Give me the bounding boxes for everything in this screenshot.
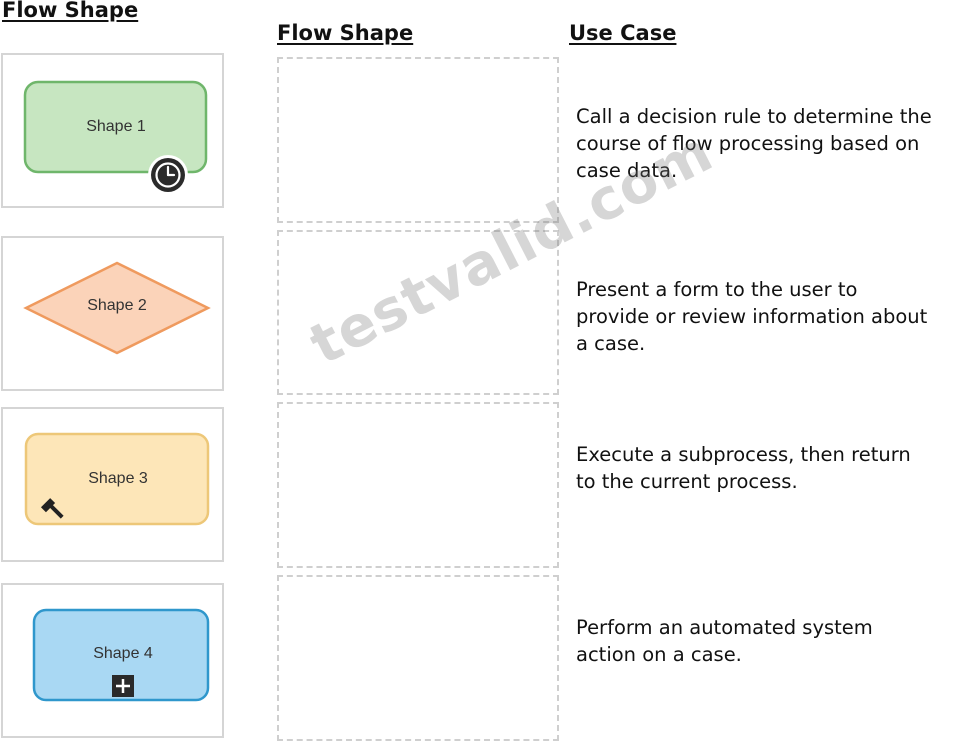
shape-1-label: Shape 1: [86, 118, 146, 135]
shape-3-label: Shape 3: [88, 470, 148, 487]
use-case-3-line: Execute a subprocess, then return: [576, 443, 911, 466]
shape-2-label: Shape 2: [87, 297, 147, 314]
use-case-2: Present a form to the user to provide or…: [576, 276, 976, 357]
use-case-3-line: to the current process.: [576, 470, 798, 493]
use-case-1-line: case data.: [576, 159, 678, 182]
hammer-icon: [40, 498, 64, 519]
drop-zone-3[interactable]: [277, 402, 559, 568]
shape-1-graphic: [23, 80, 208, 195]
drop-zone-2[interactable]: [277, 230, 559, 395]
target-column-heading: Flow Shape: [277, 21, 414, 45]
shape-4-label: Shape 4: [93, 645, 153, 662]
use-case-1: Call a decision rule to determine the co…: [576, 103, 976, 184]
use-case-column-heading: Use Case: [569, 21, 677, 45]
use-case-4-line: action on a case.: [576, 643, 742, 666]
plus-icon: [112, 675, 134, 697]
use-case-1-line: course of flow processing based on: [576, 132, 920, 155]
drop-zone-1[interactable]: [277, 57, 559, 223]
use-case-4-line: Perform an automated system: [576, 616, 873, 639]
use-case-3: Execute a subprocess, then return to the…: [576, 441, 976, 495]
drop-zone-4[interactable]: [277, 575, 559, 741]
use-case-1-line: Call a decision rule to determine the: [576, 105, 932, 128]
use-case-4: Perform an automated system action on a …: [576, 614, 976, 668]
shape-card-3[interactable]: Shape 3: [1, 407, 224, 562]
shape-3-graphic: [24, 432, 210, 526]
clock-icon: [148, 155, 188, 195]
shape-2-graphic: [23, 261, 211, 355]
shape-card-2[interactable]: Shape 2: [1, 236, 224, 391]
shape-card-4[interactable]: Shape 4: [1, 583, 224, 738]
use-case-2-line: provide or review information about: [576, 305, 928, 328]
shape-card-1[interactable]: Shape 1: [1, 53, 224, 208]
source-column-heading: Flow Shape: [2, 0, 139, 22]
shape-4-graphic: [32, 608, 210, 702]
use-case-2-line: a case.: [576, 332, 646, 355]
use-case-2-line: Present a form to the user to: [576, 278, 858, 301]
